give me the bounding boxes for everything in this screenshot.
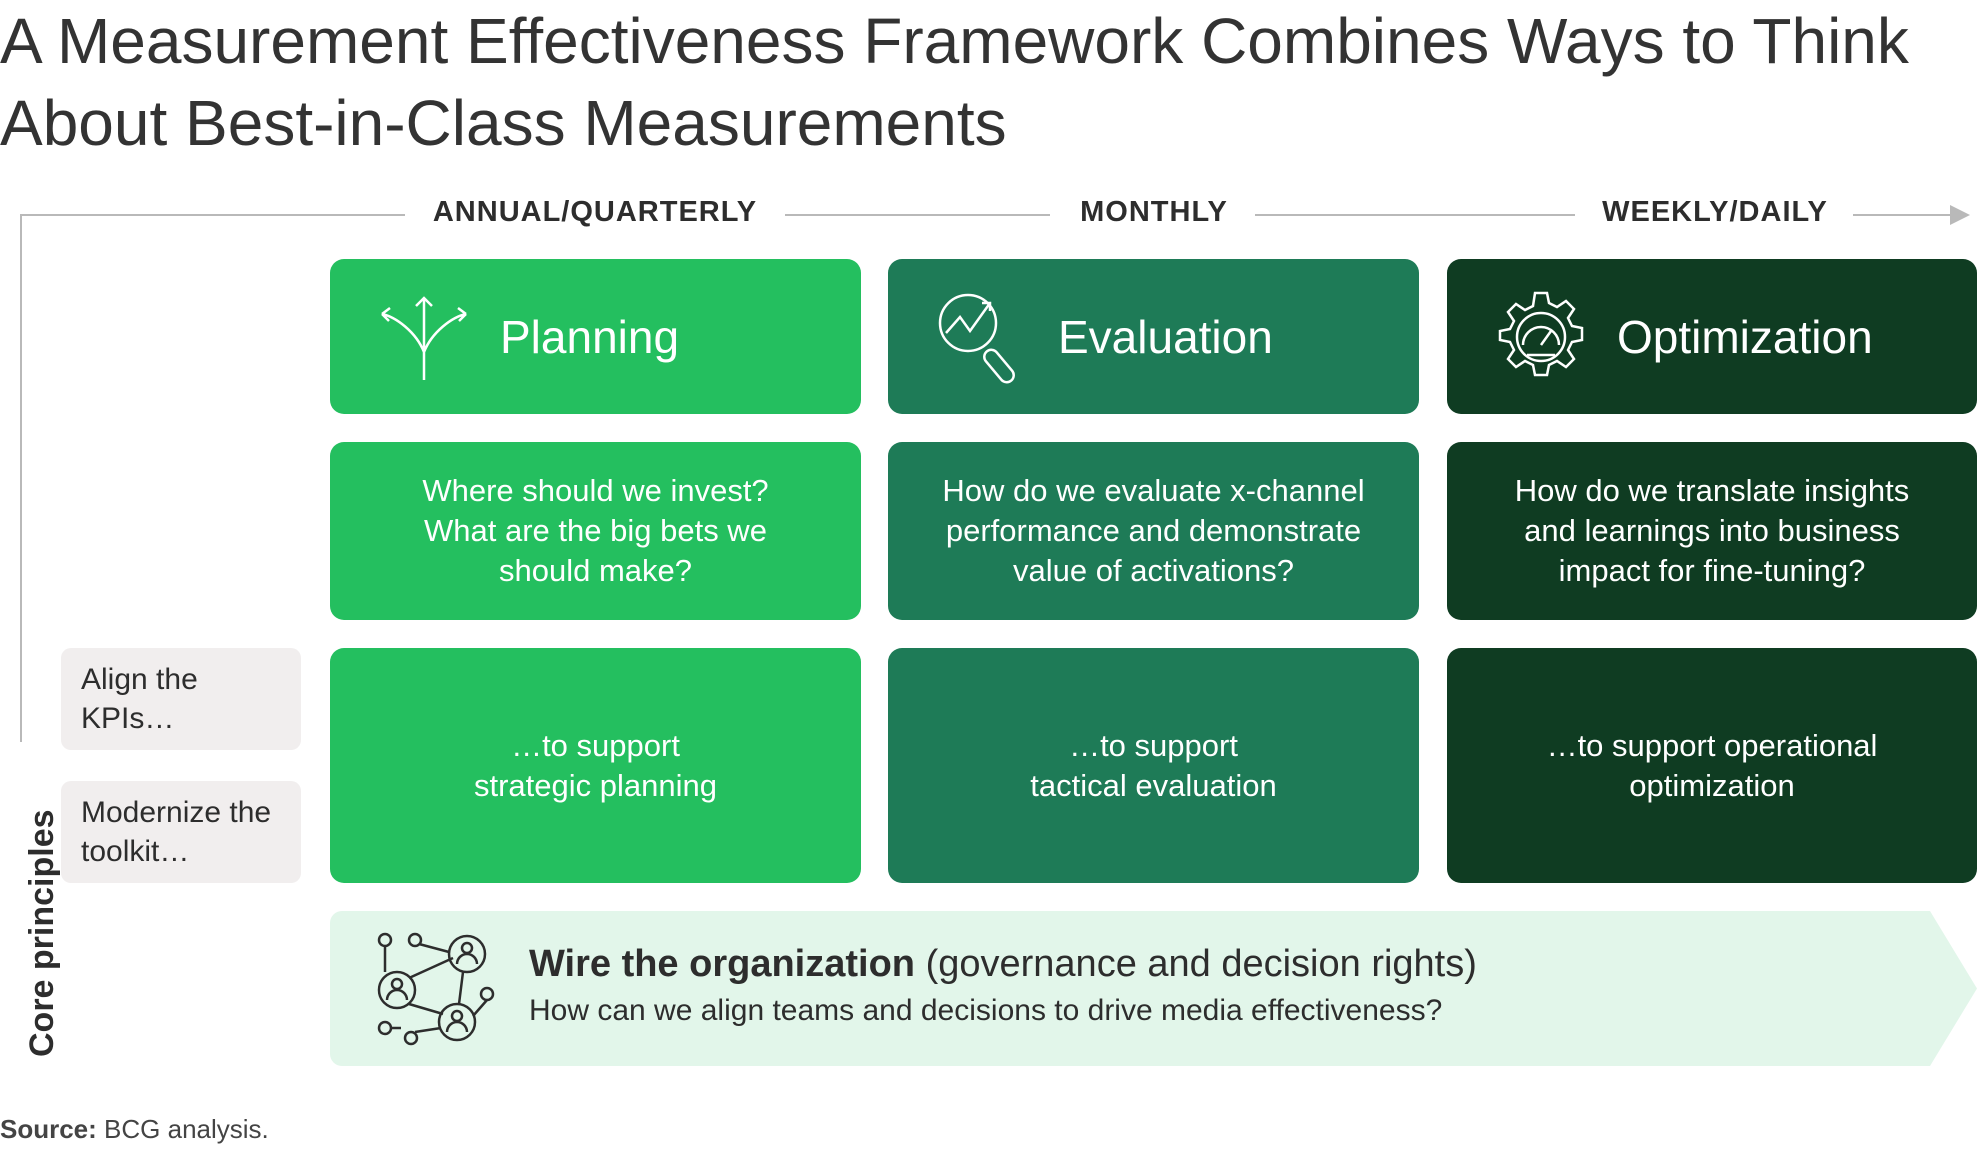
banner-heading-bold: Wire the organization [529, 943, 916, 985]
network-people-icon [377, 932, 495, 1046]
page-title: A Measurement Effectiveness Framework Co… [0, 5, 1909, 159]
source-label: Source: [0, 1114, 97, 1144]
timeline-line [785, 214, 1050, 216]
principle-align-kpis: Align the KPIs… [61, 648, 301, 750]
timeline-line [1255, 214, 1575, 216]
optimization-card: Optimization [1447, 259, 1977, 414]
gear-gauge-icon [1498, 291, 1584, 376]
planning-question: Where should we invest? What are the big… [330, 442, 861, 620]
card-heading: Evaluation [1058, 310, 1273, 363]
banner-question: How can we align teams and decisions to … [529, 994, 1443, 1027]
arrow-right-icon [1950, 205, 1970, 225]
banner-heading-rest: (governance and decision rights) [925, 943, 1477, 985]
card-heading: Planning [500, 310, 680, 363]
principle-modernize-toolkit: Modernize the toolkit… [61, 781, 301, 883]
period-weekly: WEEKLY/DAILY [1602, 196, 1828, 228]
source-text: BCG analysis. [104, 1114, 269, 1144]
optimization-question: How do we translate insights and learnin… [1447, 442, 1977, 620]
timeline-line [1853, 214, 1963, 216]
banner-heading: Wire the organization (governance and de… [529, 943, 1477, 986]
evaluation-card: Evaluation [888, 259, 1419, 414]
core-principles-label: Core principles [23, 809, 61, 1057]
axis-line [20, 214, 22, 742]
wire-organization-banner [330, 911, 1977, 1066]
timeline-line [20, 214, 405, 216]
planning-card: Planning [330, 259, 861, 414]
planning-support: …to support strategic planning [330, 648, 861, 883]
period-annual: ANNUAL/QUARTERLY [432, 196, 758, 228]
card-heading: Optimization [1617, 310, 1873, 363]
evaluation-support: …to support tactical evaluation [888, 648, 1419, 883]
magnifier-chart-icon [938, 293, 1015, 383]
period-monthly: MONTHLY [1080, 196, 1228, 228]
source-note: Source: BCG analysis. [0, 1114, 269, 1145]
evaluation-question: How do we evaluate x-channel performance… [888, 442, 1419, 620]
optimization-support: …to support operational optimization [1447, 648, 1977, 883]
diverging-arrows-icon [381, 295, 467, 380]
